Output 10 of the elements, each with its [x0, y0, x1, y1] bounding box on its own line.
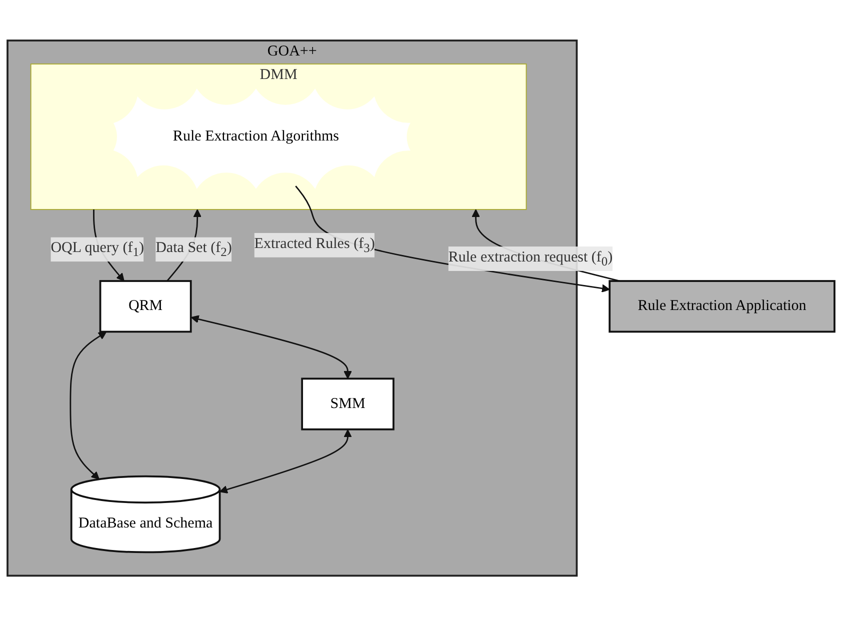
edge-label: OQL query (f$_{1}$) [50, 240, 144, 260]
arrow [219, 430, 352, 494]
node-box: QRM [99, 280, 192, 334]
arrow [190, 316, 352, 380]
node-box: SMM [301, 378, 394, 431]
edge-label: Rule extraction request (f$_{0}$) [448, 250, 613, 269]
edge-label: Extracted Rules (f$_{3}$) [254, 236, 375, 256]
edge-label: Data Set (f$_{2}$) [156, 240, 232, 260]
arrow [70, 332, 107, 480]
node-box: Rule Extraction Application [608, 280, 836, 334]
